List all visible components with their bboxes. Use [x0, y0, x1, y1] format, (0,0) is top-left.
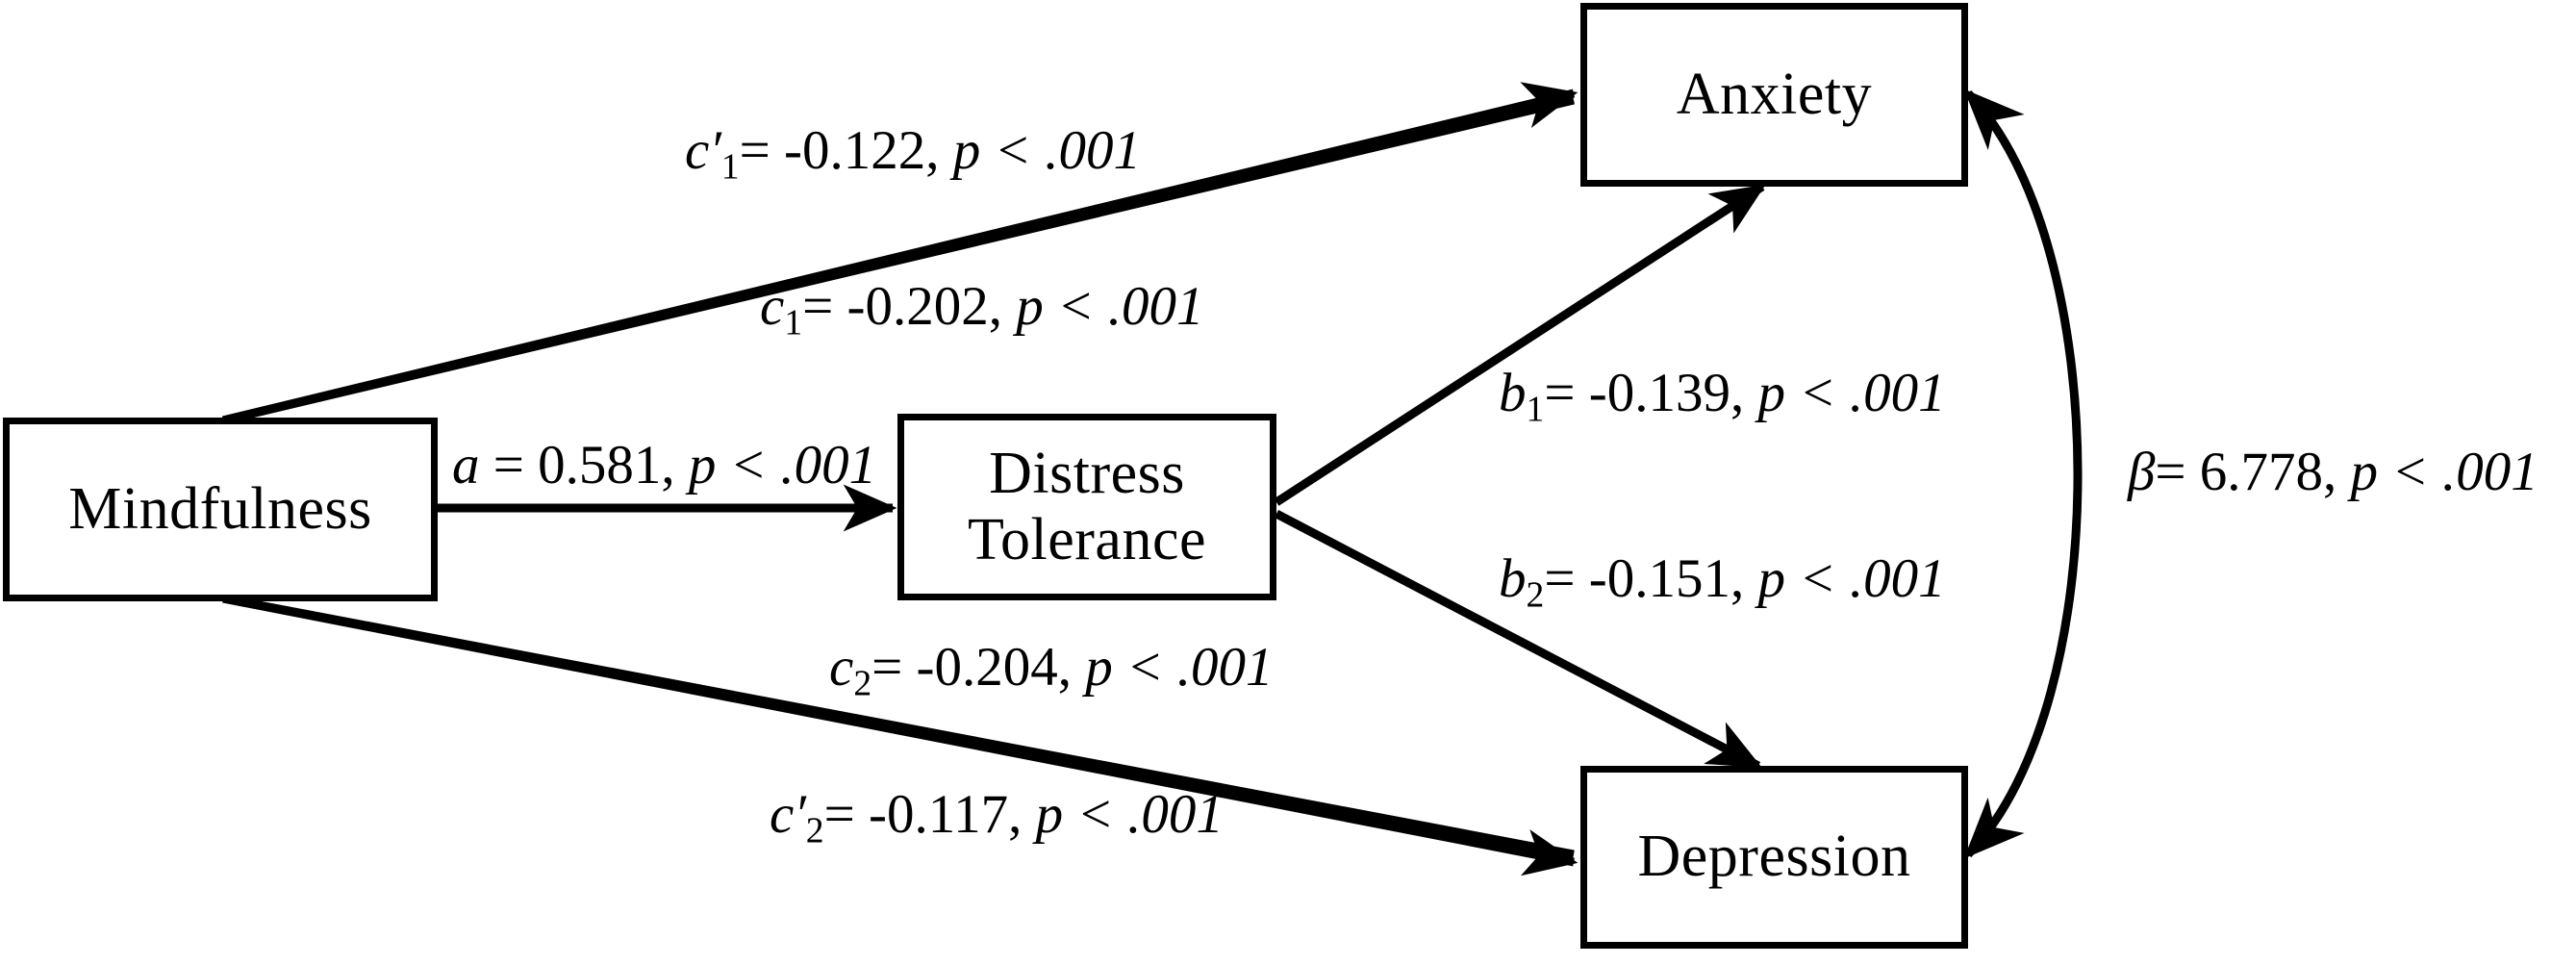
path-label-b-1-p: p < .001 [1757, 363, 1946, 423]
path-line-b-2 [1274, 510, 1762, 770]
path-label-c-prime-1-p: p < .001 [952, 120, 1141, 181]
path-label-c-2-subscript: 2 [853, 663, 872, 704]
path-label-a: a = 0.581, p < .001 [452, 438, 876, 493]
path-label-c-1-symbol: c [760, 276, 785, 337]
path-label-c-2-equals: = -0.204, [871, 637, 1073, 698]
path-label-beta-symbol: β [2128, 442, 2156, 502]
path-label-c-prime-2: c′2= -0.117, p < .001 [770, 784, 1224, 849]
path-label-b-1-equals: = -0.139, [1544, 363, 1745, 423]
path-label-b-1-symbol: b [1499, 363, 1527, 423]
path-label-b-2-symbol: b [1499, 548, 1527, 609]
node-distress-tolerance-label: Distress Tolerance [968, 440, 1206, 572]
path-label-c-prime-2-subscript: 2 [805, 810, 824, 851]
path-label-c-1-p: p < .001 [1016, 276, 1204, 337]
path-label-a-symbol: a [452, 435, 480, 495]
path-label-b-1: b1= -0.139, p < .001 [1499, 363, 1946, 427]
path-label-c-1: c1= -0.202, p < .001 [760, 276, 1204, 341]
path-label-c-1-subscript: 1 [784, 302, 803, 343]
node-anxiety[interactable]: Anxiety [1580, 3, 1968, 187]
node-depression[interactable]: Depression [1580, 766, 1968, 949]
path-line-c-prime-2 [222, 594, 1578, 876]
path-label-c-2-symbol: c [829, 637, 854, 698]
path-label-c-prime-1-symbol: c [685, 120, 710, 181]
path-label-c-1-equals: = -0.202, [802, 276, 1003, 337]
path-label-beta: β= 6.778, p < .001 [2128, 444, 2538, 499]
path-label-beta-p: p < .001 [2350, 442, 2538, 502]
path-label-c-prime-1-equals: = -0.122, [739, 120, 940, 181]
path-label-c-prime-2-prime: ′ [794, 784, 806, 845]
path-label-c-2: c2= -0.204, p < .001 [829, 637, 1274, 701]
path-label-c-2-p: p < .001 [1085, 637, 1274, 698]
path-label-b-2-equals: = -0.151, [1544, 548, 1745, 609]
path-label-b-2: b2= -0.151, p < .001 [1499, 548, 1946, 613]
path-label-c-prime-2-p: p < .001 [1035, 784, 1224, 845]
node-anxiety-label: Anxiety [1676, 61, 1873, 127]
path-line-b-1 [1274, 183, 1766, 506]
path-curve-beta [1963, 89, 2083, 859]
path-label-b-2-subscript: 2 [1526, 574, 1545, 616]
path-label-c-prime-1-subscript: 1 [720, 146, 740, 188]
path-label-c-prime-2-equals: = -0.117, [823, 784, 1023, 845]
path-label-c-prime-1-prime: ′ [709, 120, 721, 181]
path-label-a-equals: = 0.581, [492, 435, 675, 495]
node-depression-label: Depression [1637, 824, 1911, 890]
path-label-c-prime-2-symbol: c [770, 784, 795, 845]
node-mindfulness[interactable]: Mindfulness [3, 418, 438, 601]
path-label-b-1-subscript: 1 [1526, 389, 1545, 430]
path-line-c-1 [221, 95, 1576, 425]
node-mindfulness-label: Mindfulness [68, 475, 372, 542]
path-label-a-p: p < .001 [688, 435, 877, 495]
path-label-b-2-p: p < .001 [1757, 548, 1946, 609]
path-label-beta-equals: = 6.778, [2155, 442, 2337, 502]
node-distress-tolerance[interactable]: Distress Tolerance [897, 414, 1276, 600]
path-label-c-prime-1: c′1= -0.122, p < .001 [685, 120, 1141, 185]
